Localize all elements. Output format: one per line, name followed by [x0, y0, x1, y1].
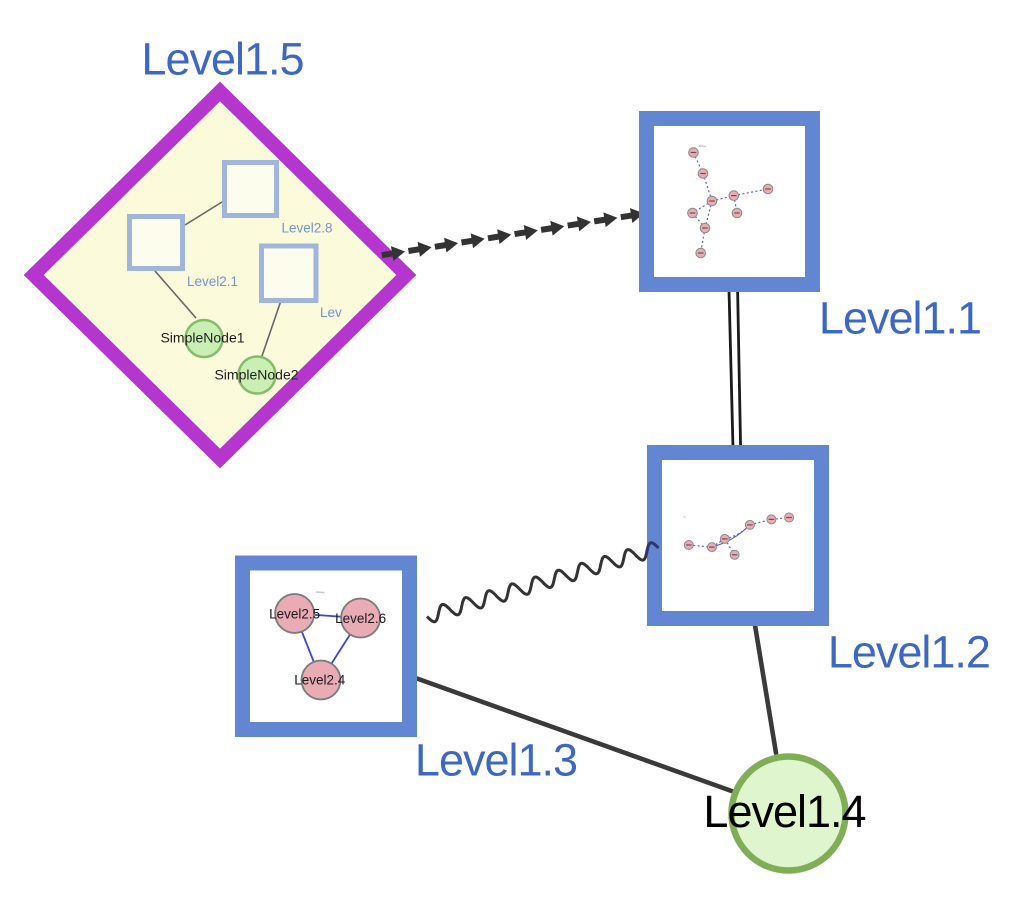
- svg-text:Level2.8: Level2.8: [282, 221, 333, 236]
- svg-text:Level1.1: Level1.1: [819, 293, 981, 344]
- svg-text:Level2.4: Level2.4: [294, 673, 346, 688]
- svg-text:Level1.2: Level1.2: [828, 627, 990, 678]
- svg-text:Lev: Lev: [320, 305, 342, 320]
- svg-text:Level2.6: Level2.6: [335, 611, 386, 626]
- svg-text:Level2.1: Level2.1: [187, 274, 238, 289]
- svg-text:Level1.5: Level1.5: [141, 34, 303, 85]
- svg-text:Level1.3: Level1.3: [415, 735, 577, 786]
- svg-text:SimpleNode1: SimpleNode1: [160, 330, 244, 346]
- svg-text:Level2.5: Level2.5: [269, 606, 320, 621]
- svg-text:Level1.4: Level1.4: [703, 786, 865, 837]
- svg-text:SimpleNode2: SimpleNode2: [214, 367, 298, 383]
